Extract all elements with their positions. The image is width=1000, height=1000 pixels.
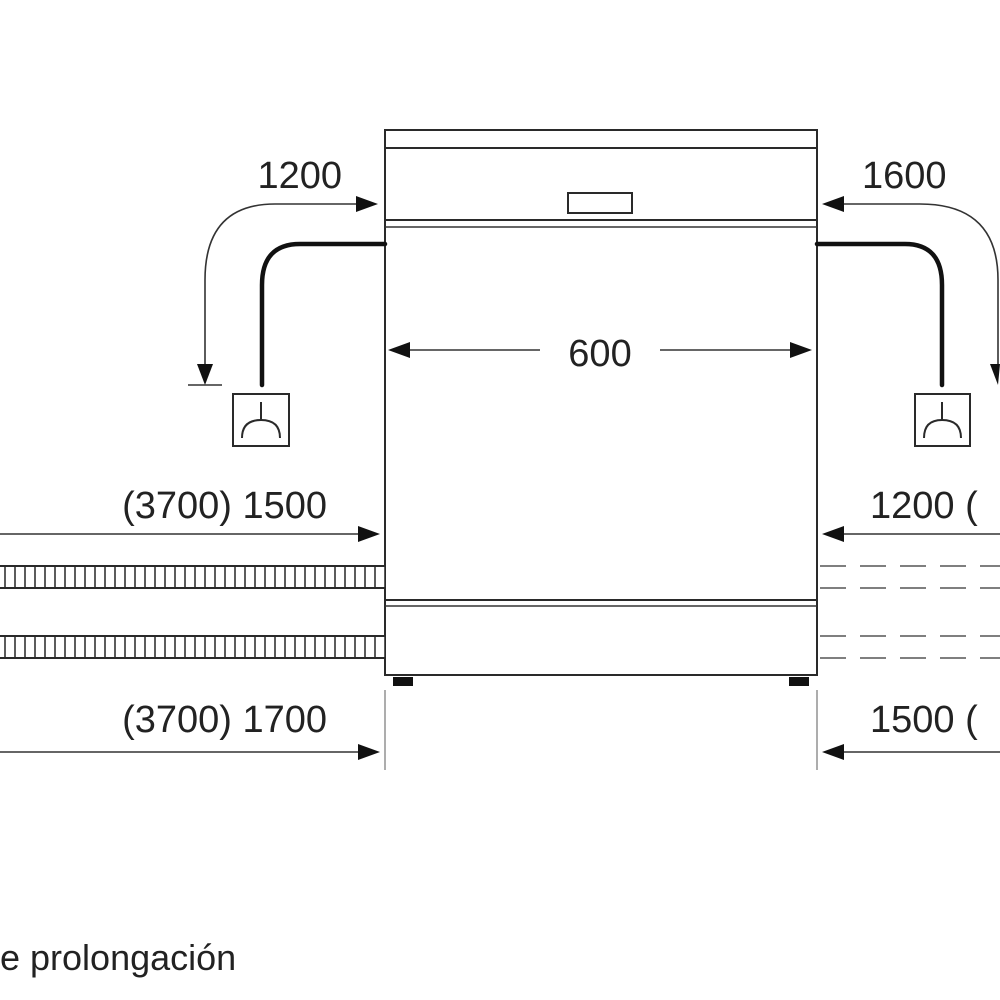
drain-hose-ribbed <box>0 635 385 659</box>
left-hoses: (3700) 1500 (3700) 1700 <box>0 485 386 770</box>
right-hose-lower-label: 1500 ( <box>870 699 978 741</box>
caption: e prolongación <box>0 937 236 978</box>
dishwasher-body <box>384 129 818 676</box>
drain-siphon-icon <box>914 393 971 447</box>
right-hoses: 1200 ( 1500 ( <box>816 485 1000 770</box>
right-inlet-label: 1600 <box>862 155 947 197</box>
inlet-hose-ribbed <box>0 565 385 589</box>
drain-siphon-icon <box>232 393 290 447</box>
handle <box>567 192 633 214</box>
foot-left <box>393 677 413 686</box>
right-drain-hose-group: 1600 <box>814 155 1000 447</box>
right-hose-upper-label: 1200 ( <box>870 485 978 527</box>
left-hose-lower-label: (3700) 1700 <box>122 699 327 741</box>
width-label: 600 <box>568 333 631 375</box>
width-dimension: 600 <box>388 333 812 375</box>
right-drain-hose <box>814 241 945 388</box>
left-drain-hose <box>259 241 388 388</box>
foot-right <box>789 677 809 686</box>
dishwasher-front <box>384 129 818 686</box>
left-inlet-label: 1200 <box>257 155 342 197</box>
left-hose-upper-label: (3700) 1500 <box>122 485 327 527</box>
left-drain-hose-group: 1200 <box>188 155 388 447</box>
